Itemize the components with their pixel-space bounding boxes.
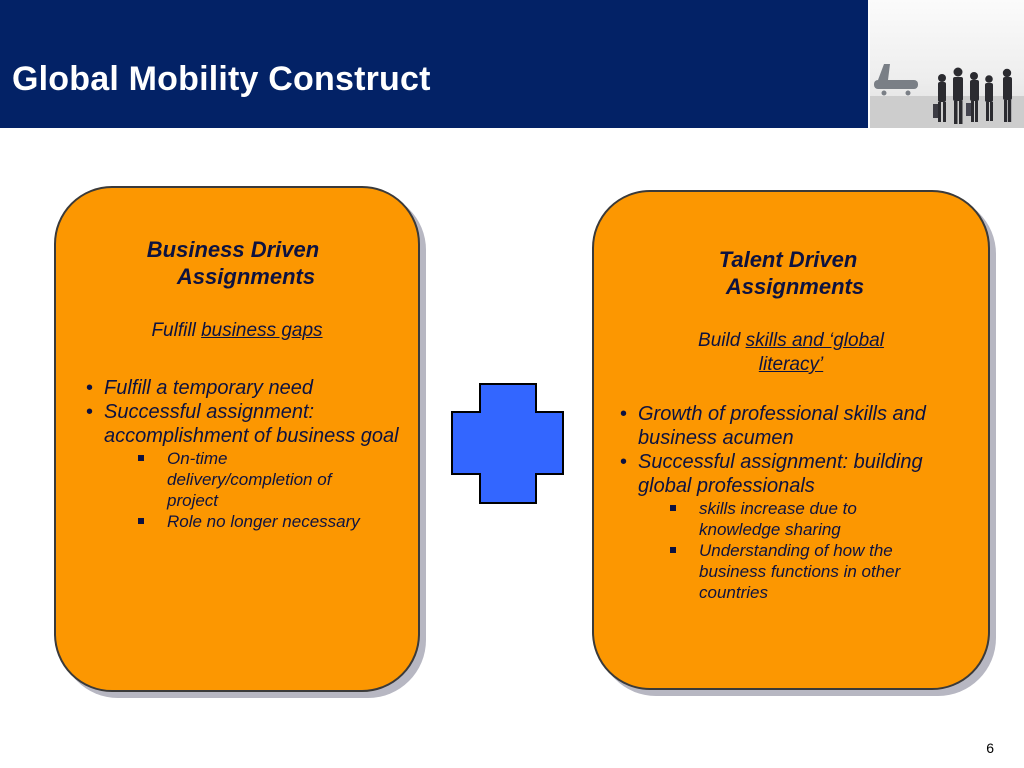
bullet-item: Successful assignment: building global p… [618, 450, 968, 603]
subtitle-link: business gaps [201, 320, 323, 341]
bullet-item: Growth of professional skills and busine… [618, 402, 968, 450]
subtitle-prefix: Fulfill [151, 320, 202, 341]
business-driven-bullets: Fulfill a temporary need Successful assi… [84, 376, 404, 532]
talent-driven-title: Talent Driven Assignments [594, 246, 988, 300]
talent-driven-sub-bullets: skills increase due to knowledge sharing… [666, 498, 936, 603]
subtitle-link: skills and ‘global [745, 330, 884, 351]
page-number: 6 [986, 740, 994, 756]
sub-bullet-item: skills increase due to knowledge sharing [666, 498, 936, 540]
header-banner: Global Mobility Construct [0, 0, 868, 128]
talent-driven-bullets: Growth of professional skills and busine… [618, 402, 968, 603]
bullet-item: Fulfill a temporary need [84, 376, 404, 400]
slide-title: Global Mobility Construct [12, 60, 431, 98]
bullet-text: Successful assignment: accomplishment of… [104, 401, 399, 447]
business-driven-title: Business Driven Assignments [56, 236, 418, 290]
title-line: Talent Driven [718, 247, 858, 272]
business-driven-sub-bullets: On-time delivery/completion of project R… [134, 448, 374, 532]
subtitle-prefix: Build [698, 330, 746, 351]
title-line: Business Driven [146, 237, 320, 262]
subtitle-link: literacy’ [758, 354, 824, 375]
talent-driven-box: Talent Driven Assignments Build skills a… [592, 190, 990, 690]
plus-icon [451, 383, 565, 510]
business-driven-subtitle: Fulfill business gaps [56, 319, 418, 343]
sub-bullet-item: On-time delivery/completion of project [134, 448, 374, 511]
business-driven-box: Business Driven Assignments Fulfill busi… [54, 186, 420, 692]
bullet-item: Successful assignment: accomplishment of… [84, 400, 404, 532]
bullet-text: Successful assignment: building global p… [638, 451, 923, 497]
sub-bullet-item: Role no longer necessary [134, 511, 374, 532]
title-line: Assignments [725, 274, 865, 299]
talent-driven-subtitle: Build skills and ‘global literacy’ [594, 329, 988, 377]
title-line: Assignments [176, 264, 316, 289]
travelers-photo [870, 0, 1024, 128]
sub-bullet-item: Understanding of how the business functi… [666, 540, 936, 603]
